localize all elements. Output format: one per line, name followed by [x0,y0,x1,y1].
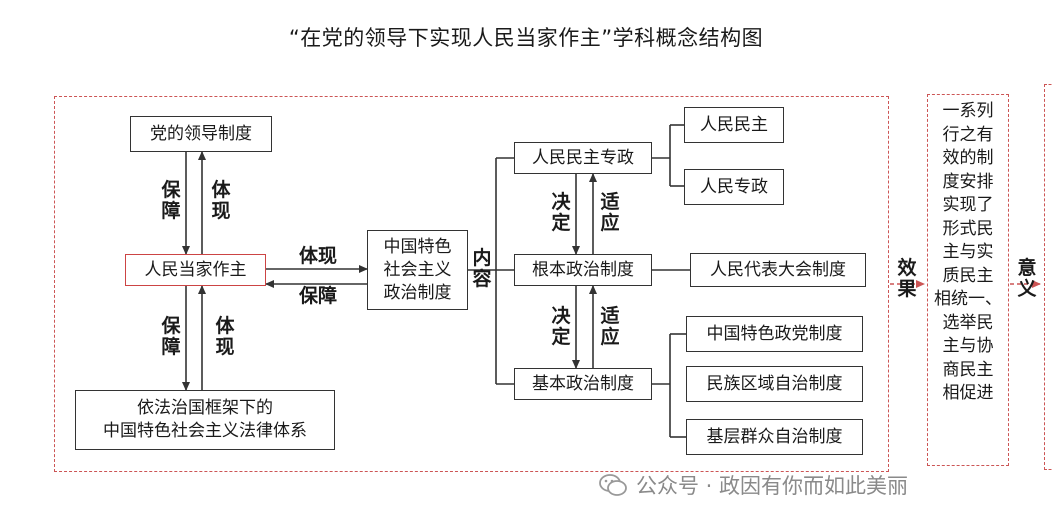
label-significance: 意义 [1017,257,1037,300]
watermark: 公众号 · 政因有你而如此美丽 [598,470,908,500]
effect-line: 实现了 [942,195,994,215]
label-adapt-lower: 适应 [600,305,620,348]
main-dashed-frame [54,96,889,472]
effect-description: 一系列行之有效的制度安排实现了形式民主与实质民主相统一、选举民主与协商民主相促进 [934,100,1002,406]
effect-line: 相统一、 [934,289,1002,309]
people-democracy-box: 人民民主 [684,107,784,143]
label-decide-lower: 决定 [551,305,571,348]
effect-line: 选举民 [942,312,994,333]
party-leadership-box: 党的领导制度 [130,116,272,152]
effect-line: 度安排 [942,171,994,192]
fundamental-system-box: 根本政治制度 [514,254,652,286]
people-dictatorship-box: 人民专政 [684,169,784,205]
label-adapt-upper: 适应 [600,191,620,234]
watermark-text: 公众号 · 政因有你而如此美丽 [636,474,909,498]
rule-of-law-box: 依法治国框架下的 中国特色社会主义法律体系 [75,390,335,450]
effect-line: 行之有 [942,124,994,145]
effect-line: 质民主 [942,265,994,286]
people-master-box: 人民当家作主 [125,254,266,286]
rule-of-law-line1: 依法治国框架下的 [137,398,273,418]
cn-political-line2: 社会主义 [383,259,452,280]
cn-political-system-box: 中国特色 社会主义 政治制度 [367,230,468,310]
effect-line: 效的制 [942,148,994,168]
label-embody-horizontal: 体现 [298,245,337,267]
effect-dashed-frame [927,94,1009,466]
label-embody-upper: 体现 [211,179,231,222]
label-guarantee-horizontal: 保障 [298,285,337,307]
npc-box: 人民代表大会制度 [690,253,866,287]
effect-line: 一系列 [942,101,994,121]
effect-line: 主与协 [942,336,994,356]
label-guarantee-upper: 保障 [161,179,181,222]
effect-line: 主与实 [942,242,994,262]
label-embody-lower: 体现 [215,315,235,358]
label-decide-upper: 决定 [551,191,571,234]
dictatorship-box: 人民民主专政 [514,142,652,174]
cn-political-line1: 中国特色 [383,236,452,257]
ethnic-autonomy-box: 民族区域自治制度 [686,366,863,402]
diagram-title: “在党的领导下实现人民当家作主”学科概念结构图 [288,26,764,50]
party-system-box: 中国特色政党制度 [686,316,863,352]
rule-of-law-line2: 中国特色社会主义法律体系 [103,421,307,441]
label-content: 内容 [472,247,492,290]
effect-line: 形式民 [942,218,994,239]
effect-line: 相促进 [942,383,994,403]
significance-frame-edge [1044,84,1052,470]
cn-political-line3: 政治制度 [383,282,452,303]
grassroots-box: 基层群众自治制度 [686,419,863,455]
label-effect: 效果 [897,257,917,300]
label-guarantee-lower: 保障 [161,315,181,358]
wechat-icon [599,474,627,496]
effect-line: 商民主 [942,359,994,380]
basic-system-box: 基本政治制度 [514,368,652,400]
